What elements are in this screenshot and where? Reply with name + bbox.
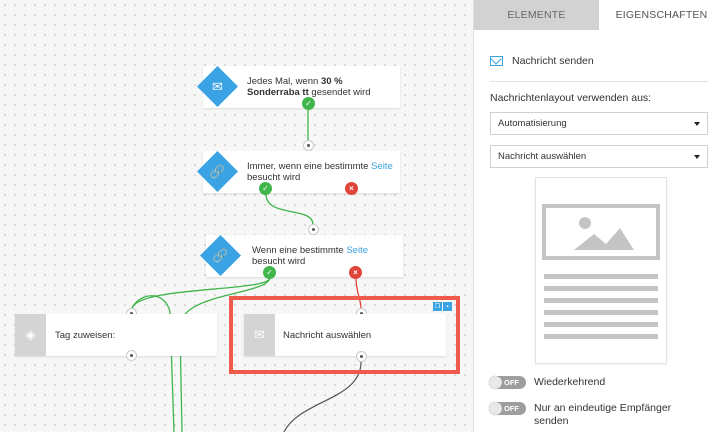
layout-source-label: Nachrichtenlayout verwenden aus: [490,92,652,104]
layout-source-select[interactable]: Automatisierung [490,112,708,135]
condition-node-text: Wenn eine bestimmte Seite besucht wird [252,245,368,267]
condition-yes-badge[interactable]: ✓ [263,266,276,279]
toggle-state: OFF [504,404,519,413]
trigger1-yes-badge[interactable]: ✓ [302,97,315,110]
divider [490,81,708,82]
trigger-node-page-visited[interactable]: 🔗 Immer, wenn eine bestimmte Seite besuc… [196,150,400,193]
tab-elements[interactable]: ELEMENTE [474,0,599,30]
toggle-state: OFF [504,378,519,387]
panel-tabs: ELEMENTE EIGENSCHAFTEN [474,0,724,30]
copy-icon[interactable]: ❐ [433,302,442,311]
recurring-toggle-row: OFF Wiederkehrend [489,376,605,389]
connection-wires [131,110,362,432]
select-value: Nachricht auswählen [498,151,587,162]
tab-properties[interactable]: EIGENSCHAFTEN [599,0,724,30]
message-preview-thumbnail [535,177,667,364]
delete-icon[interactable]: ▪ [443,302,452,311]
node-toolbar: ❐ ▪ [433,302,452,311]
select-value: Automatisierung [498,118,567,129]
caret-down-icon [694,154,700,159]
envelope-icon: ✉ [244,314,275,356]
panel-title-row: Nachricht senden [490,55,708,67]
trigger2-input-port[interactable] [303,140,314,151]
trigger-node-discount-sent[interactable]: ✉ Jedes Mal, wenn 30 % Sonderraba tt ges… [196,65,400,108]
unique-recipients-toggle[interactable]: OFF [489,402,526,415]
tag-icon: ◈ [15,314,46,356]
action-node-label: Nachricht auswählen [283,329,372,341]
unique-recipients-label: Nur an eindeutige Empfänger senden [534,402,672,427]
message-select[interactable]: Nachricht auswählen [490,145,708,168]
condition-input-port[interactable] [308,224,319,235]
caret-down-icon [694,121,700,126]
envelope-icon: ✉ [212,78,223,94]
trigger-node-text: Jedes Mal, wenn 30 % Sonderraba tt gesen… [247,76,371,98]
link-icon: 🔗 [212,247,229,263]
image-placeholder-icon [542,204,660,339]
panel-body: Nachricht senden Nachrichtenlayout verwe… [474,55,724,168]
trigger2-no-badge[interactable]: × [345,182,358,195]
panel-title: Nachricht senden [512,55,594,67]
link-icon: 🔗 [209,163,226,179]
envelope-icon [490,56,503,66]
workflow-canvas[interactable]: ✉ Jedes Mal, wenn 30 % Sonderraba tt ges… [0,0,473,432]
condition-no-badge[interactable]: × [349,266,362,279]
message-output-port[interactable] [356,351,367,362]
trigger-node-text: Immer, wenn eine bestimmte Seite besucht… [247,161,393,183]
trigger2-yes-badge[interactable]: ✓ [259,182,272,195]
action-node-assign-tag[interactable]: ◈ Tag zuweisen: [15,314,217,356]
condition-node-page-visited[interactable]: 🔗 Wenn eine bestimmte Seite besucht wird [199,234,403,277]
toggle-knob [489,402,502,415]
recurring-toggle[interactable]: OFF [489,376,526,389]
tag-output-port[interactable] [126,350,137,361]
action-node-label: Tag zuweisen: [55,329,116,341]
toggle-knob [489,376,502,389]
recurring-label: Wiederkehrend [534,376,606,388]
unique-recipients-toggle-row: OFF Nur an eindeutige Empfänger senden [489,402,704,428]
action-node-select-message[interactable]: ✉ Nachricht auswählen [244,314,446,356]
